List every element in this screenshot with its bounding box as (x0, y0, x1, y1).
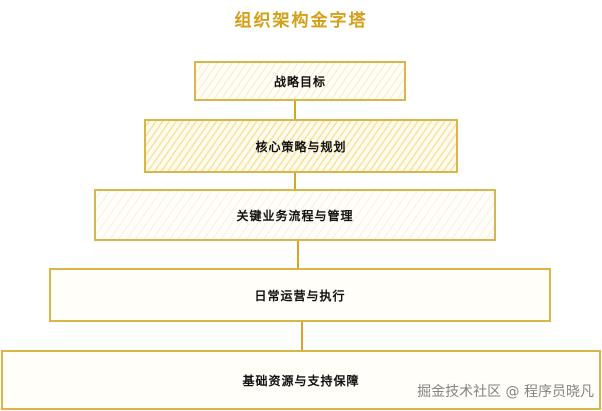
level-label: 关键业务流程与管理 (236, 208, 354, 223)
diagram-title: 组织架构金字塔 (234, 11, 368, 31)
pyramid-level-3: 关键业务流程与管理 (94, 189, 496, 241)
level-label: 基础资源与支持保障 (242, 373, 360, 388)
level-label: 战略目标 (273, 74, 326, 89)
level-label: 日常运营与执行 (254, 288, 346, 303)
connector-4-5 (301, 321, 303, 351)
connector-2-3 (294, 172, 296, 191)
pyramid-level-4: 日常运营与执行 (49, 268, 551, 322)
connector-3-4 (297, 240, 299, 269)
pyramid-level-1: 战略目标 (194, 61, 406, 101)
connector-1-2 (294, 99, 296, 119)
pyramid-level-2: 核心策略与规划 (144, 119, 458, 173)
watermark: 掘金技术社区 @ 程序员晓凡 (417, 384, 594, 400)
pyramid-level-5: 基础资源与支持保障 (1, 350, 601, 410)
level-label: 核心策略与规划 (255, 139, 347, 154)
